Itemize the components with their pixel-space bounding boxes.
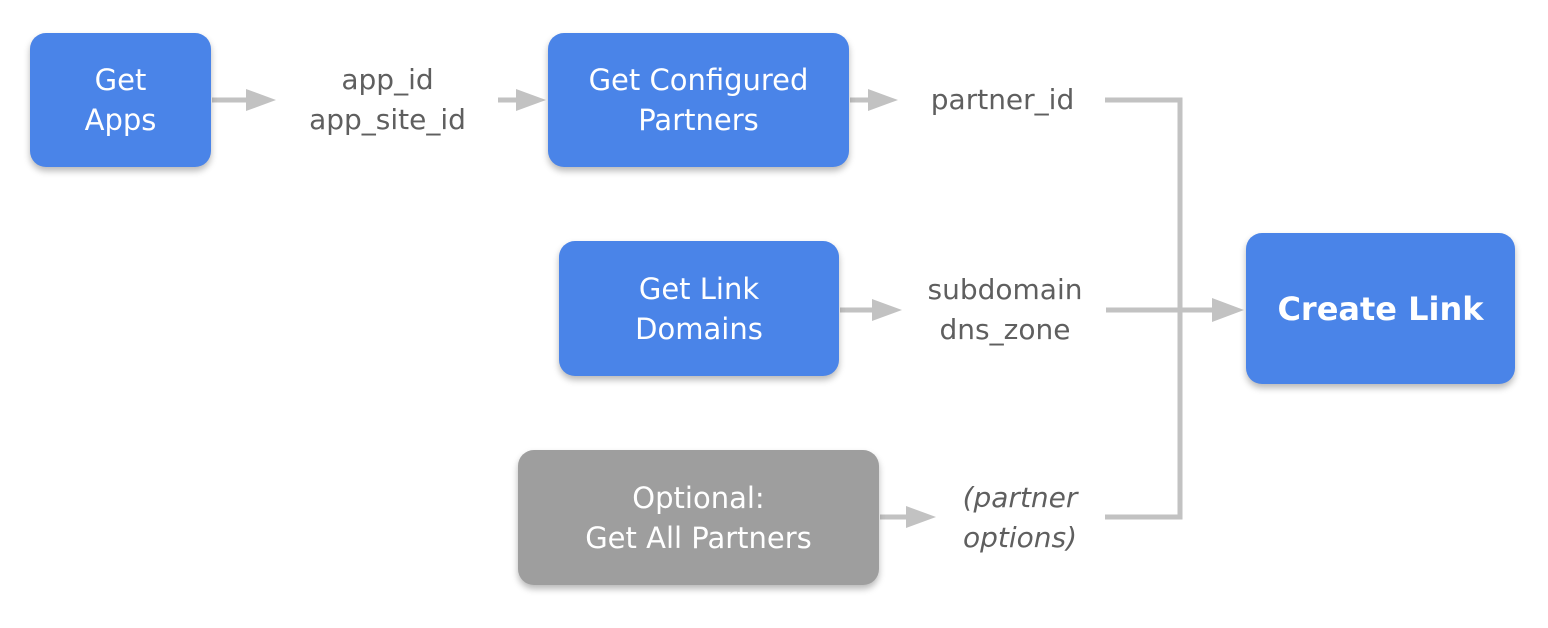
partner-options-label: (partner options) [935, 478, 1105, 558]
create-link-node: Create Link [1246, 233, 1515, 384]
domain-fields-label-line-2: dns_zone [939, 313, 1071, 346]
create-link-node-line-1: Create Link [1277, 289, 1484, 328]
get-link-domains-node-line-1: Get Link [638, 271, 760, 306]
partner-options-label-line-2: options) [962, 521, 1078, 554]
arrowhead-domain-fields [872, 299, 902, 321]
arrowhead-partner-options [906, 506, 936, 528]
partner-id-label: partner_id [905, 80, 1100, 120]
partner-options-label-line-1: (partner [962, 481, 1078, 514]
domain-fields-label: subdomain dns_zone [905, 270, 1105, 350]
get-link-domains-node-line-2: Domains [635, 311, 763, 346]
get-configured-partners-node-line-2: Partners [638, 103, 759, 137]
get-all-partners-node-line-1: Optional: [632, 480, 765, 515]
app-ids-label: app_id app_site_id [280, 60, 495, 140]
get-link-domains-node: Get Link Domains [559, 241, 839, 376]
arrowhead-create-link [1212, 298, 1244, 322]
app-ids-label-line-2: app_site_id [309, 103, 466, 136]
arrowhead-partner-id [868, 89, 898, 111]
arrowhead-app-ids [246, 89, 276, 111]
app-ids-label-line-1: app_id [341, 63, 434, 96]
partner-id-label-line-1: partner_id [930, 83, 1075, 116]
get-configured-partners-node: Get Configured Partners [548, 33, 849, 167]
get-apps-node: Get Apps [30, 33, 211, 167]
domain-fields-label-line-1: subdomain [927, 273, 1083, 306]
get-apps-node-line-2: Apps [84, 103, 157, 137]
connector-partner-id-to-merge [1105, 97, 1183, 310]
get-all-partners-node-line-2: Get All Partners [585, 520, 812, 555]
get-all-partners-node: Optional: Get All Partners [518, 450, 879, 585]
get-apps-node-line-1: Get [94, 63, 147, 97]
arrowhead-get-configured-partners [516, 89, 546, 111]
connector-partner-options-to-merge [1105, 310, 1183, 520]
get-configured-partners-node-line-1: Get Configured [588, 63, 809, 97]
